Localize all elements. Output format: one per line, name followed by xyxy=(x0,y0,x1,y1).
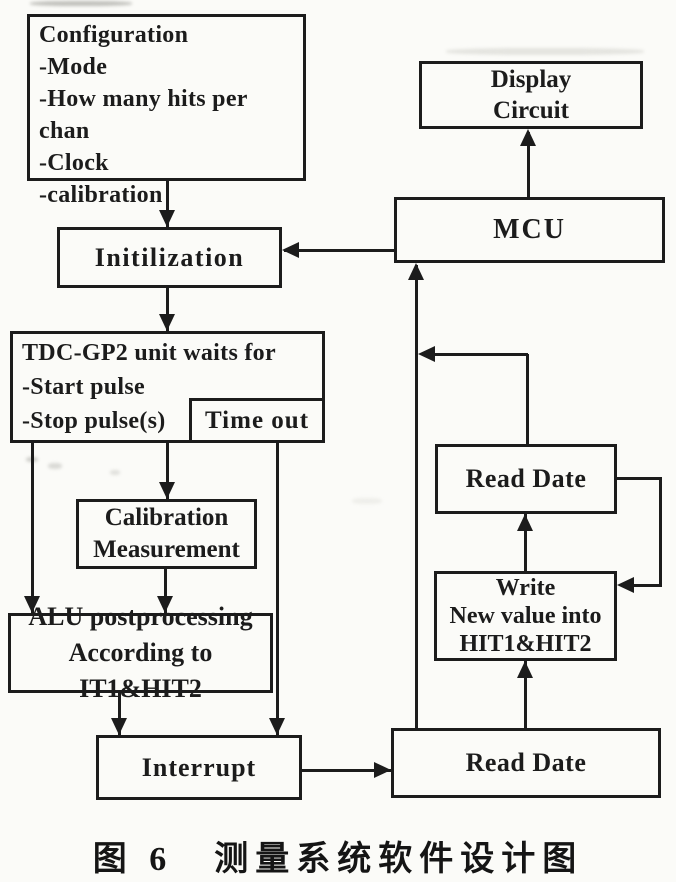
connector-mcu-to-display xyxy=(527,132,530,197)
node-read-date-top: Read Date xyxy=(435,444,617,514)
display-circuit-line: Circuit xyxy=(493,97,569,124)
interrupt-label: Interrupt xyxy=(141,752,257,782)
arrowhead-into-read-date-bottom xyxy=(374,762,391,778)
scan-smudge xyxy=(48,463,62,469)
scan-smudge xyxy=(30,1,132,6)
configuration-line: -calibration xyxy=(39,182,163,208)
read-date-top-label: Read Date xyxy=(465,464,587,493)
node-read-date-bottom: Read Date xyxy=(391,728,661,798)
tdc-line: -Stop pulse(s) xyxy=(22,408,166,434)
tdc-line: -Start pulse xyxy=(22,374,145,400)
arrowhead-into-read-date-top xyxy=(517,514,533,531)
write-line: HIT1&HIT2 xyxy=(459,631,592,657)
initilization-label: Initilization xyxy=(94,242,245,272)
node-tdc-gp2: TDC-GP2 unit waits for -Start pulse -Sto… xyxy=(10,331,325,443)
node-write-new-value: Write New value into HIT1&HIT2 xyxy=(434,571,617,661)
configuration-line: Configuration xyxy=(39,22,189,48)
connector-read-date-bottom-to-write xyxy=(524,661,527,728)
connector-interrupt-to-read-date-bottom xyxy=(302,769,391,772)
connector-read-date-top-loop-v xyxy=(659,477,662,587)
time-out-label: Time out xyxy=(204,406,310,434)
node-calibration-measurement: Calibration Measurement xyxy=(76,499,257,569)
connector-alu-to-interrupt xyxy=(118,692,121,735)
display-circuit-line: Display xyxy=(490,66,572,93)
node-initilization: Initilization xyxy=(57,227,282,288)
figure-caption: 图 6 测量系统软件设计图 xyxy=(92,841,584,878)
connector-config-to-initilization xyxy=(166,180,169,227)
configuration-line: -Mode xyxy=(39,54,108,80)
connector-tdc-to-calibration xyxy=(166,442,169,499)
connector-write-to-read-date-top xyxy=(524,514,527,571)
scan-smudge xyxy=(352,498,382,504)
alu-line: According to IT1&HIT2 xyxy=(68,638,213,703)
connector-timeout-to-interrupt xyxy=(276,442,279,735)
node-configuration: Configuration -Mode -How many hits per c… xyxy=(27,14,306,208)
calibration-line: Calibration xyxy=(104,504,229,531)
mcu-label: MCU xyxy=(493,214,566,245)
arrowhead-into-mcu xyxy=(408,263,424,280)
alu-line: ALU postprocessing xyxy=(28,602,253,631)
node-time-out: Time out xyxy=(189,398,325,443)
connector-read-date-top-loop-h1 xyxy=(616,477,662,480)
arrowhead-into-tdc xyxy=(159,314,175,331)
arrowhead-loop-into-write xyxy=(617,577,634,593)
read-date-bottom-label: Read Date xyxy=(465,748,587,777)
arrowhead-into-calibration xyxy=(159,482,175,499)
scan-smudge xyxy=(110,470,120,475)
write-line: Write xyxy=(495,575,556,601)
connector-mcu-to-initilization xyxy=(284,249,396,252)
node-display-circuit: Display Circuit xyxy=(419,61,643,129)
connector-read-date-top-to-mcu-line-h xyxy=(430,353,528,356)
arrowhead-calibration-into-alu xyxy=(157,596,173,613)
configuration-line: -How many hits per chan xyxy=(39,86,248,144)
arrowhead-into-write-bottom xyxy=(517,661,533,678)
node-interrupt: Interrupt xyxy=(96,735,302,800)
tdc-line: TDC-GP2 unit waits for xyxy=(22,340,276,366)
connector-read-date-bottom-to-mcu xyxy=(415,265,418,728)
arrowhead-into-display xyxy=(520,129,536,146)
scan-smudge xyxy=(446,48,644,55)
arrowhead-into-mcu-line xyxy=(418,346,435,362)
arrowhead-mcu-into-initilization xyxy=(282,242,299,258)
write-line: New value into xyxy=(449,603,602,629)
connector-initilization-to-tdc xyxy=(166,287,169,331)
arrowhead-alu-into-interrupt xyxy=(111,718,127,735)
arrowhead-timeout-into-interrupt xyxy=(269,718,285,735)
arrowhead-into-initilization xyxy=(159,210,175,227)
calibration-line: Measurement xyxy=(93,536,240,563)
arrowhead-tdc-into-alu xyxy=(24,596,40,613)
connector-read-date-top-to-mcu-line-v xyxy=(526,354,529,444)
configuration-line: -Clock xyxy=(39,150,109,176)
connector-tdc-to-alu xyxy=(31,442,34,613)
node-alu-postprocessing: ALU postprocessing According to IT1&HIT2 xyxy=(8,602,273,703)
connector-read-date-top-loop-h2 xyxy=(630,584,660,587)
connector-calibration-to-alu xyxy=(164,568,167,613)
node-mcu: MCU xyxy=(394,197,665,263)
